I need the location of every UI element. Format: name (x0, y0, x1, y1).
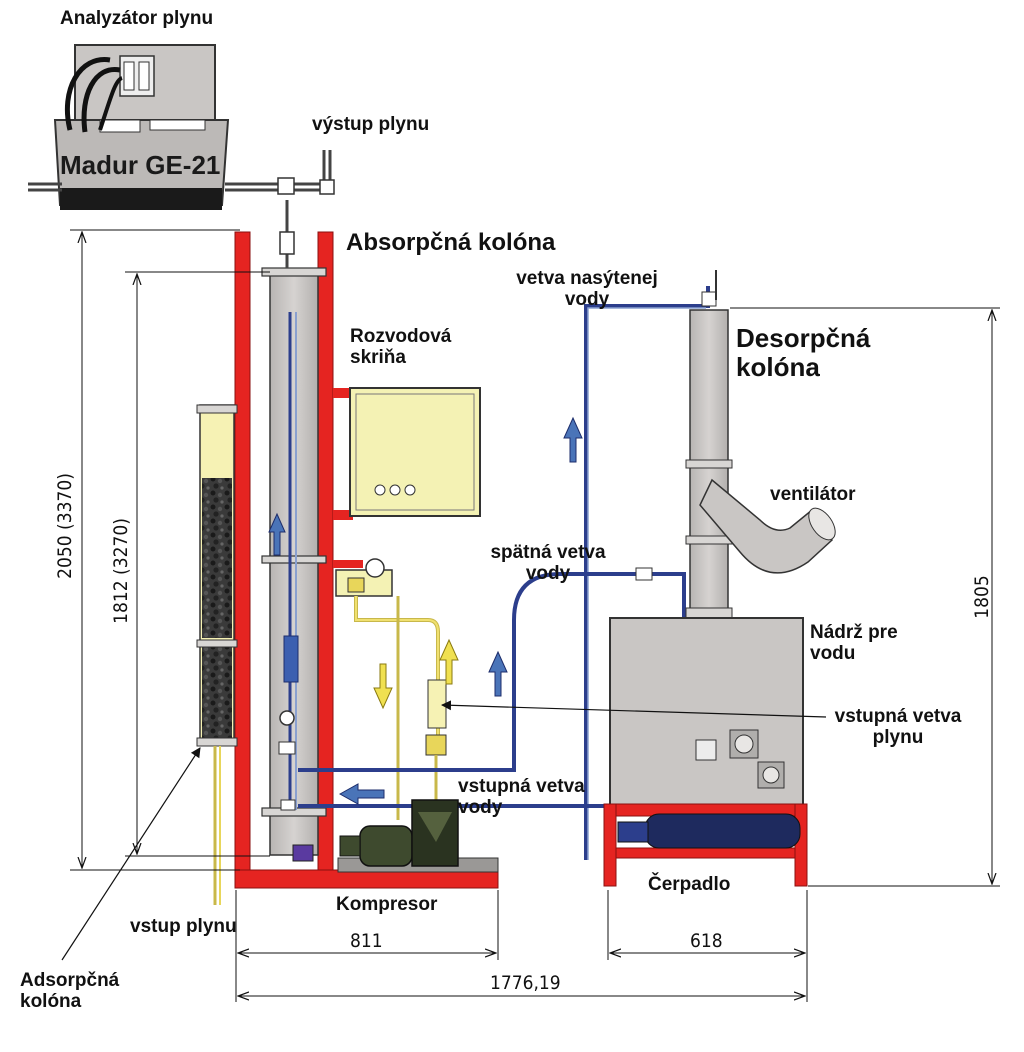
gas-outlet-label: výstup plynu (312, 114, 430, 135)
desorption-column-label: Desorpčná kolóna (736, 323, 871, 383)
return-water-branch-label: spätná vetva vody (490, 542, 606, 585)
adsorption-column (196, 404, 238, 905)
pump-frame (603, 803, 808, 887)
water-tank-label: Nádrž pre vodu (810, 622, 898, 665)
gas-inlet-branch-label: vstupná vetva plynu (834, 706, 962, 749)
outer-height-dimension: 2050 (3370) (54, 473, 76, 579)
arrow-up-return (488, 650, 508, 697)
gas-piping (335, 558, 447, 820)
total-width-dimension: 1776,19 (490, 972, 561, 994)
leader-gas-inlet-branch (441, 700, 827, 718)
absorption-column (261, 200, 327, 862)
water-inlet-branch-label: vstupná vetva vody (458, 776, 585, 819)
dimension-lines (70, 229, 1000, 1002)
arrow-up-gas (439, 638, 459, 685)
adsorption-column-label: Adsorpčná kolóna (20, 970, 120, 1013)
saturated-water-branch-label: vetva nasýtenej vody (516, 268, 658, 311)
arrow-up-saturated (563, 416, 583, 463)
water-tank (609, 617, 804, 807)
compressor (337, 799, 499, 873)
tank-base-width-dimension: 618 (690, 930, 723, 952)
absorption-column-label: Absorpčná kolóna (346, 229, 556, 256)
inner-height-dimension: 1812 (3270) (110, 518, 132, 624)
desorption-column (685, 270, 733, 621)
desorption-height-dimension: 1805 (971, 575, 993, 619)
fan-duct (699, 478, 836, 574)
analyzer-label: Analyzátor plynu (60, 8, 214, 29)
arrow-up-absorber (268, 512, 286, 556)
flow-arrows (268, 416, 583, 805)
gas-inlet-label: vstup plynu (130, 916, 237, 937)
arrow-down-gas (373, 663, 393, 710)
pump-label: Čerpadlo (648, 874, 731, 895)
compressor-label: Kompresor (336, 894, 438, 915)
arrow-left-inlet (338, 783, 385, 805)
leader-lines (61, 700, 827, 961)
gas-analyzer (28, 44, 335, 210)
absorption-base-width-dimension: 811 (350, 930, 383, 952)
leader-adsorption-column (61, 747, 201, 961)
fan-label: ventilátor (770, 484, 856, 505)
switchboard-cabinet (349, 387, 481, 517)
switchboard-label: Rozvodová skriňa (350, 326, 452, 369)
analyzer-model-label: Madur GE-21 (60, 150, 221, 180)
